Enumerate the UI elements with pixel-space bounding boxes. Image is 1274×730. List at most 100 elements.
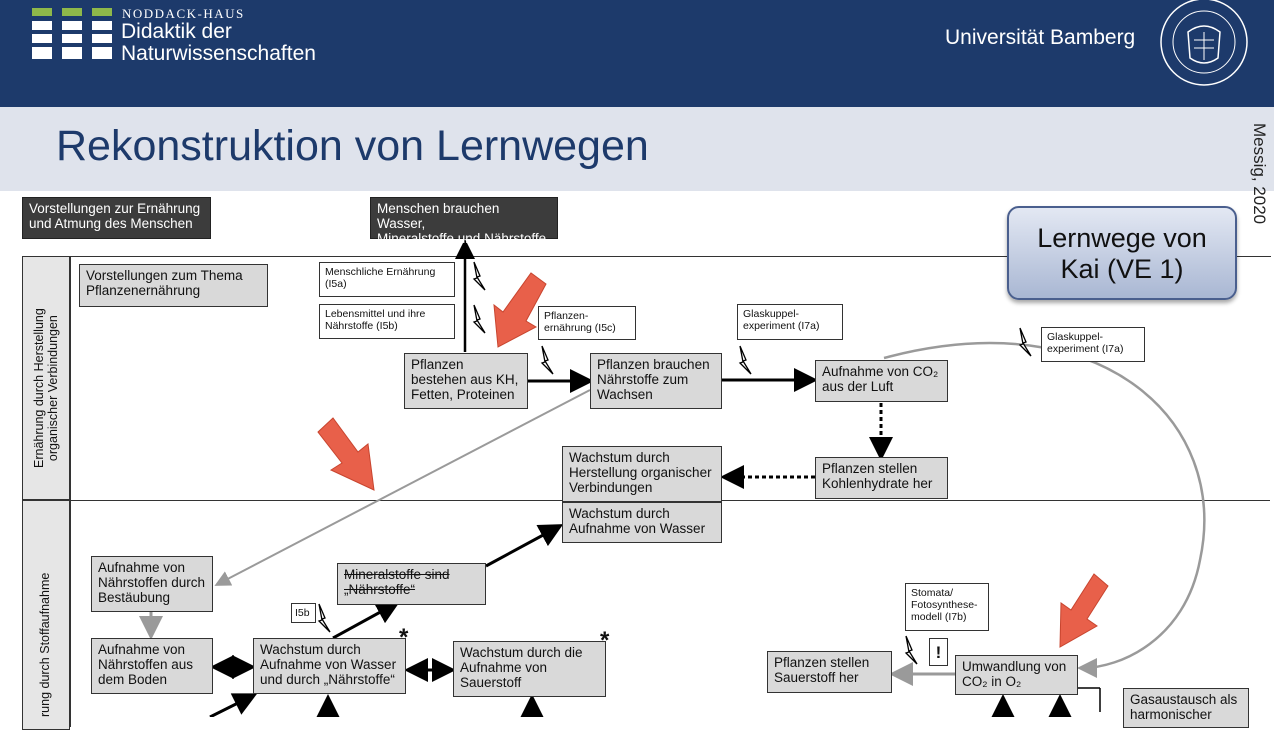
- text-line: Nährstoffe zum: [597, 372, 689, 387]
- box-wachstum-wasser-naehrstoffe: Wachstum durch Aufnahme von Wasser und d…: [253, 638, 406, 694]
- text-line: Pflanzen: [411, 357, 464, 372]
- slide-title: Rekonstruktion von Lernwegen: [56, 122, 649, 170]
- text-line: CO₂ in O₂: [962, 674, 1022, 689]
- arrow-bottom-1: [209, 693, 258, 717]
- text-line: Pflanzen brauchen: [597, 357, 710, 372]
- text-line: Mineralstoffe sind: [344, 567, 450, 582]
- red-arrow-icon: [317, 272, 1109, 648]
- box-gasaustausch: Gasaustausch als harmonischer: [1123, 688, 1249, 728]
- text-line: Herstellung organischer: [569, 465, 712, 480]
- box-naehrstoffe-wachsen: Pflanzen brauchen Nährstoffe zum Wachsen: [590, 353, 722, 409]
- box-menschen-brauchen: Menschen brauchen Wasser, Mineralstoffe …: [370, 197, 558, 246]
- text-line: Lebensmittel und ihre: [325, 308, 426, 320]
- text-line: Wachstum durch die: [460, 645, 583, 660]
- text-line: (I5a): [325, 278, 347, 290]
- box-i5b: Lebensmittel und ihre Nährstoffe (I5b): [319, 304, 455, 339]
- text-line: Glaskuppel-: [1047, 331, 1104, 343]
- text-line: Sauerstoff her: [774, 670, 859, 685]
- text-line: Stomata/: [911, 587, 954, 599]
- box-pflanzen-vorstellungen: Vorstellungen zum Thema Pflanzenernährun…: [79, 264, 268, 307]
- text-line: aus der Luft: [822, 379, 894, 394]
- text-line: Gasaustausch als: [1130, 692, 1238, 707]
- box-co2: Aufnahme von CO₂ aus der Luft: [815, 360, 948, 402]
- box-i5b-small: I5b: [291, 603, 316, 623]
- text-line: modell (I7b): [911, 611, 967, 623]
- text-line: Verbindungen: [569, 480, 653, 495]
- brand-subtitle: NODDACK-HAUS: [122, 6, 245, 21]
- text-line: Aufnahme von: [460, 660, 548, 675]
- text-line: Pflanzen stellen: [822, 461, 918, 476]
- box-sauerstoff-her: Pflanzen stellen Sauerstoff her: [767, 651, 892, 693]
- university-seal-icon: [1160, 0, 1248, 86]
- star-mark: *: [600, 627, 610, 654]
- exclamation-mark: !: [929, 638, 948, 666]
- text-line: Umwandlung von: [962, 659, 1067, 674]
- text-line: Kohlenhydrate her: [822, 476, 933, 491]
- text-line: Nährstoffen durch: [98, 575, 206, 590]
- box-i7a-1: Glaskuppel- experiment (I7a): [737, 304, 843, 340]
- lane-label-lower: [22, 500, 70, 730]
- text-line: experiment (I7a): [1047, 343, 1124, 355]
- text-line: Nährstoffe (I5b): [325, 320, 398, 332]
- brand-title: Didaktik der Naturwissenschaften: [121, 21, 316, 65]
- box-mineralstoffe: Mineralstoffe sind „Nährstoffe“: [337, 563, 486, 605]
- callout-lernwege: Lernwege von Kai (VE 1): [1007, 206, 1237, 300]
- title-bar: [0, 107, 1274, 191]
- text-line: Aufnahme von Wasser: [569, 521, 706, 536]
- text-line: „Nährstoffe“: [344, 582, 416, 597]
- text-line: Mineralstoffe und Nährstoffe: [377, 231, 547, 246]
- box-i7a-2: Glaskuppel- experiment (I7a): [1041, 327, 1145, 362]
- arrow-mineral-to-wasser: [485, 524, 564, 568]
- box-i5a: Menschliche Ernährung (I5a): [319, 262, 455, 297]
- arrow-naehrstoffe-to-bestaeubung: [214, 389, 591, 586]
- box-menschen-vorstellungen: Vorstellungen zur Ernährung und Atmung d…: [22, 197, 211, 239]
- lightning-icon: [317, 261, 1032, 665]
- text-line: Vorstellungen zur Ernährung: [29, 201, 201, 216]
- box-kohlenhydrate: Pflanzen stellen Kohlenhydrate her: [815, 457, 948, 499]
- box-i5c: Pflanzen- ernährung (I5c): [538, 306, 636, 340]
- text-line: dem Boden: [98, 672, 168, 687]
- lane-label-upper: [22, 256, 70, 500]
- arrow-wachstum-to-mineral: [332, 601, 401, 640]
- box-boden: Aufnahme von Nährstoffen aus dem Boden: [91, 638, 213, 694]
- box-umwandlung: Umwandlung von CO₂ in O₂: [955, 655, 1078, 695]
- brand-line-2: Naturwissenschaften: [121, 42, 316, 65]
- text-line: Aufnahme von: [98, 560, 186, 575]
- text-line: Aufnahme von CO₂: [822, 364, 939, 379]
- text-line: Wachsen: [597, 387, 653, 402]
- noddack-haus-logo: [32, 8, 112, 60]
- text-line: Wachstum durch: [569, 450, 670, 465]
- arrow-curve-co2-to-umwandlung: [883, 341, 1206, 678]
- text-line: Bestäubung: [98, 590, 171, 605]
- text-line: experiment (I7a): [743, 320, 820, 332]
- header-banner: NODDACK-HAUS Didaktik der Naturwissensch…: [0, 0, 1274, 107]
- text-line: Vorstellungen zum Thema: [86, 268, 243, 283]
- text-line: Fetten, Proteinen: [411, 387, 515, 402]
- box-stomata: Stomata/ Fotosynthese- modell (I7b): [905, 583, 989, 631]
- text-line: Pflanzen-: [544, 310, 589, 322]
- text-line: Glaskuppel-: [743, 308, 800, 320]
- text-line: und Atmung des Menschen: [29, 216, 193, 231]
- box-wachstum-wasser: Wachstum durch Aufnahme von Wasser: [562, 502, 722, 543]
- lane-frame: [70, 256, 1271, 727]
- text-line: Wachstum durch: [569, 506, 670, 521]
- text-line: Pflanzenernährung: [86, 283, 201, 298]
- text-line: Nährstoffen aus: [98, 657, 194, 672]
- box-sauerstoff-aufnahme: Wachstum durch die Aufnahme von Sauersto…: [453, 641, 606, 697]
- text-line: Aufnahme von Wasser: [260, 657, 397, 672]
- text-line: Sauerstoff: [460, 675, 522, 690]
- text-line: Menschen brauchen Wasser,: [377, 201, 500, 231]
- callout-line-1: Lernwege von: [1037, 223, 1207, 253]
- university-name: Universität Bamberg: [945, 26, 1136, 49]
- star-mark: *: [399, 624, 409, 651]
- text-line: und durch „Nährstoffe“: [260, 672, 395, 687]
- box-kh: Pflanzen bestehen aus KH, Fetten, Protei…: [404, 353, 528, 409]
- text-line: Wachstum durch: [260, 642, 361, 657]
- box-wachstum-organisch: Wachstum durch Herstellung organischer V…: [562, 446, 722, 502]
- text-line: Aufnahme von: [98, 642, 186, 657]
- callout-line-2: Kai (VE 1): [1060, 254, 1184, 284]
- text-line: ernährung (I5c): [544, 322, 616, 334]
- text-line: Pflanzen stellen: [774, 655, 870, 670]
- box-bestaeubung: Aufnahme von Nährstoffen durch Bestäubun…: [91, 556, 213, 612]
